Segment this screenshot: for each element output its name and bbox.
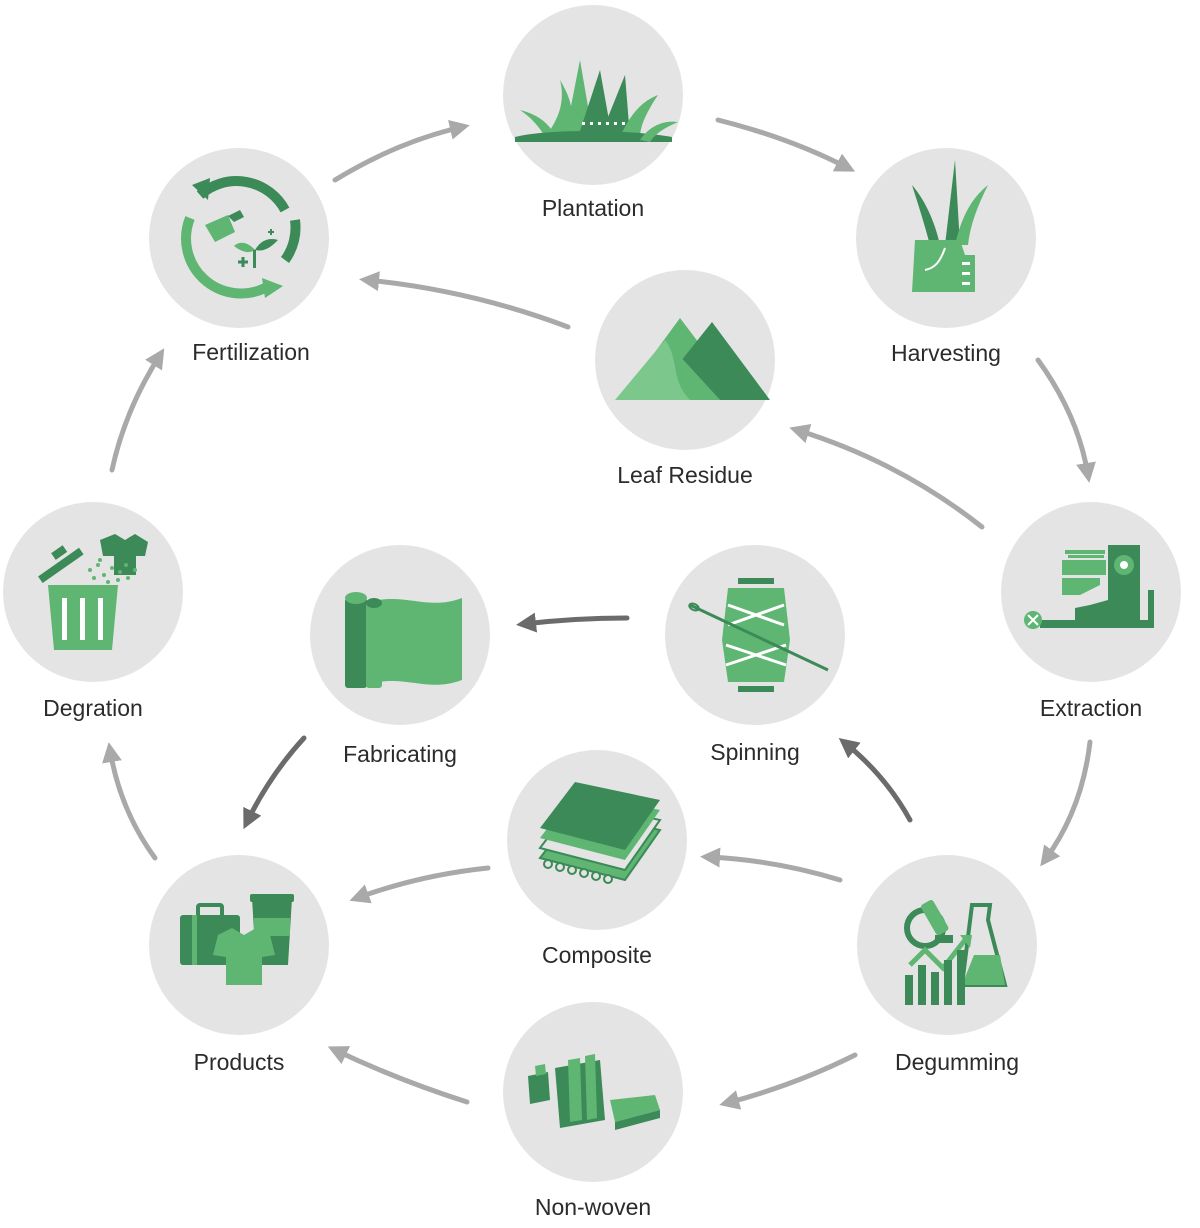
node-circles xyxy=(3,5,1181,1182)
arrow-composite-to-products xyxy=(349,865,491,904)
label-fabricating: Fabricating xyxy=(343,741,457,767)
arrow-plantation-to-harvesting xyxy=(715,117,856,172)
products-icon xyxy=(180,894,294,985)
arrows xyxy=(102,117,1096,1110)
arrow-fabricating-to-products xyxy=(243,735,307,830)
arrow-non-woven-to-products xyxy=(327,1046,470,1105)
lab-flask-icon xyxy=(904,900,1008,1005)
label-non-woven: Non-woven xyxy=(535,1194,651,1220)
circle-fertilization xyxy=(149,148,329,328)
arrow-spinning-to-fabricating xyxy=(516,612,630,633)
label-degumming: Degumming xyxy=(895,1049,1019,1075)
label-products: Products xyxy=(194,1049,285,1075)
leaf-residue-pile-icon xyxy=(615,318,770,400)
fabric-roll-icon xyxy=(345,592,462,688)
label-composite: Composite xyxy=(542,942,652,968)
non-woven-press-icon xyxy=(528,1054,660,1130)
label-extraction: Extraction xyxy=(1040,695,1142,721)
arrow-fertilization-to-plantation xyxy=(332,119,470,183)
extraction-machine-icon xyxy=(1024,545,1154,629)
trash-bin-icon xyxy=(38,534,148,650)
label-harvesting: Harvesting xyxy=(891,340,1001,366)
arrow-extraction-to-degumming xyxy=(1040,739,1093,867)
node-labels: Plantation Harvesting Extraction Degummi… xyxy=(43,195,1142,1220)
grass-plant-icon xyxy=(515,60,678,142)
label-leaf-residue: Leaf Residue xyxy=(617,462,753,488)
circle-degumming xyxy=(857,855,1037,1035)
arrow-extraction-to-leaf-residue xyxy=(789,424,985,530)
arrow-degumming-to-spinning xyxy=(838,738,913,823)
arrow-degration-to-fertilization xyxy=(109,348,165,473)
arrow-degumming-to-composite xyxy=(700,847,843,883)
arrow-leaf-residue-to-fertilization xyxy=(359,271,571,330)
arrow-products-to-degration xyxy=(102,742,158,861)
label-spinning: Spinning xyxy=(710,739,800,765)
arrow-harvesting-to-extraction xyxy=(1035,357,1096,483)
label-fertilization: Fertilization xyxy=(192,339,310,365)
recycle-fertilizer-icon xyxy=(181,176,301,299)
harvested-leaves-icon xyxy=(912,160,988,292)
label-degration: Degration xyxy=(43,695,143,721)
thread-spool-icon xyxy=(688,578,829,692)
label-plantation: Plantation xyxy=(542,195,644,221)
arrow-degumming-to-non-woven xyxy=(719,1052,858,1110)
composite-layers-icon xyxy=(538,782,662,884)
